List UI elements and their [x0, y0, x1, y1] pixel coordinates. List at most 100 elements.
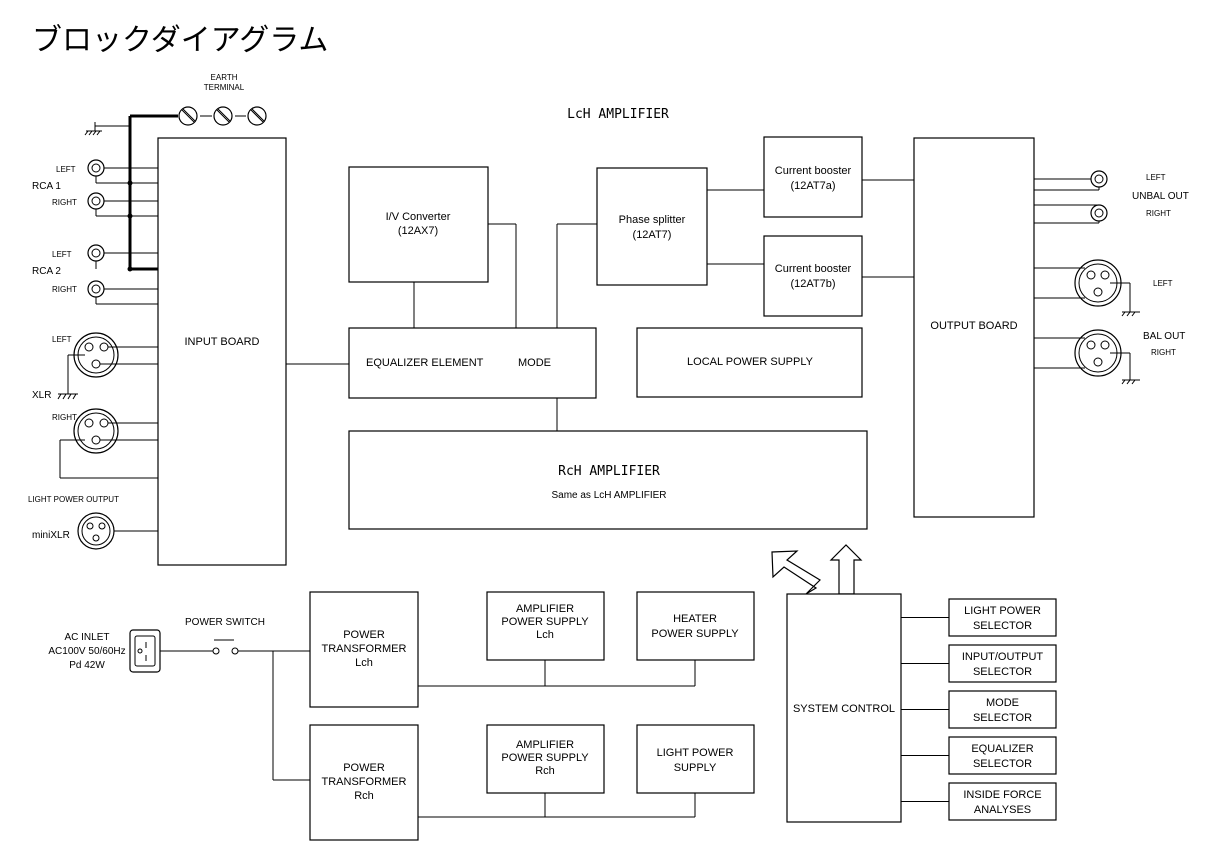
unbal-out-group: LEFT UNBAL OUT RIGHT [1034, 170, 1189, 224]
ground-icon [1121, 311, 1140, 317]
local-power-supply-box [636, 327, 863, 398]
svg-text:Current booster(12AT7a): Current booster(12AT7a) [775, 165, 852, 192]
unbal-out-label: UNBAL OUT [1132, 191, 1189, 202]
xlr-jack-icon[interactable] [73, 408, 119, 454]
bal-out-left-label: LEFT [1153, 279, 1173, 288]
system-control-label: SYSTEM CONTROL [793, 703, 895, 715]
svg-text:I/V Converter(12AX7): I/V Converter(12AX7) [386, 211, 451, 237]
xlr-connector-group: LEFT XLR RIGHT [32, 332, 158, 479]
rch-amplifier-label: RcH AMPLIFIER [558, 464, 660, 479]
iv-converter-label: I/V Converter(12AX7) [386, 211, 451, 237]
rca1-left-label: LEFT [56, 165, 76, 174]
power-switch-label: POWER SWITCH [185, 617, 265, 628]
selector-box [948, 782, 1057, 821]
current-booster-a-box [763, 136, 863, 218]
rca1-label: RCA 1 [32, 181, 61, 192]
xlr-right-label: RIGHT [52, 413, 77, 422]
rca-jack-icon[interactable] [87, 280, 105, 298]
light-power-output-label: LIGHT POWER OUTPUT [28, 495, 119, 504]
power-transformer-rch-box [309, 724, 419, 841]
ground-icon [1121, 379, 1140, 385]
mode-label: MODE [518, 357, 551, 369]
xlr-label: XLR [32, 390, 51, 401]
rca2-label: RCA 2 [32, 266, 61, 277]
rca-jack-icon[interactable] [1090, 204, 1108, 222]
terminal-screw-icon [247, 106, 267, 126]
equalizer-element-box [348, 327, 597, 399]
phase-splitter-label: Phase splitter(12AT7) [619, 214, 686, 241]
amp-power-supply-rch-box [486, 724, 605, 794]
light-power-supply-box [636, 724, 755, 794]
selector-box [948, 690, 1057, 729]
current-booster-a-label: Current booster(12AT7a) [775, 165, 852, 192]
input-board-box [157, 137, 287, 566]
power-transformer-lch-box [309, 591, 419, 708]
mini-xlr-jack-icon[interactable] [77, 512, 115, 550]
terminal-screw-icon [213, 106, 233, 126]
arrow-up-icon [829, 544, 863, 595]
svg-text:Current booster(12AT7b): Current booster(12AT7b) [775, 263, 852, 290]
heater-power-supply-box [636, 591, 755, 661]
rca2-right-label: RIGHT [52, 285, 77, 294]
mini-xlr-label: miniXLR [32, 530, 70, 541]
output-board-label: OUTPUT BOARD [930, 320, 1017, 332]
power-switch-icon[interactable] [160, 639, 310, 655]
unbal-out-right-label: RIGHT [1146, 209, 1171, 218]
iv-converter-box [348, 166, 489, 283]
rca2-connector-group: LEFT RCA 2 RIGHT [32, 244, 158, 305]
current-booster-b-box [763, 235, 863, 317]
rca1-connector-group: LEFT RCA 1 RIGHT [32, 159, 158, 217]
ac-inlet-icon[interactable] [129, 629, 161, 673]
bal-out-group: LEFT BAL OUT RIGHT [1034, 259, 1185, 385]
selector-box [948, 736, 1057, 775]
rch-amplifier-sub-label: Same as LcH AMPLIFIER [551, 490, 666, 501]
rca1-right-label: RIGHT [52, 198, 77, 207]
rca-jack-icon[interactable] [87, 192, 105, 210]
mini-xlr-connector-group: LIGHT POWER OUTPUT miniXLR [28, 495, 158, 550]
selector-box [948, 598, 1057, 637]
amp-power-supply-lch-box [486, 591, 605, 661]
bal-out-label: BAL OUT [1143, 331, 1185, 342]
rch-amplifier-box [348, 430, 868, 530]
xlr-jack-icon[interactable] [1074, 259, 1122, 307]
arrow-up-right-icon [771, 550, 821, 595]
rca-jack-icon[interactable] [1090, 170, 1108, 188]
terminal-screw-icon [178, 106, 198, 126]
current-booster-b-label: Current booster(12AT7b) [775, 263, 852, 290]
unbal-out-left-label: LEFT [1146, 173, 1166, 182]
bal-out-right-label: RIGHT [1151, 348, 1176, 357]
lch-amplifier-label: LcH AMPLIFIER [567, 107, 669, 122]
rca-jack-icon[interactable] [87, 159, 105, 177]
rca-jack-icon[interactable] [87, 244, 105, 262]
svg-text:Phase splitter(12AT7): Phase splitter(12AT7) [619, 214, 686, 241]
rca2-left-label: LEFT [52, 250, 72, 259]
local-power-supply-label: LOCAL POWER SUPPLY [687, 356, 814, 368]
xlr-left-label: LEFT [52, 335, 72, 344]
system-control-box [786, 593, 902, 823]
input-board-label: INPUT BOARD [185, 336, 260, 348]
output-board-box [913, 137, 1035, 518]
selector-box [948, 644, 1057, 683]
ground-icon [84, 122, 102, 136]
